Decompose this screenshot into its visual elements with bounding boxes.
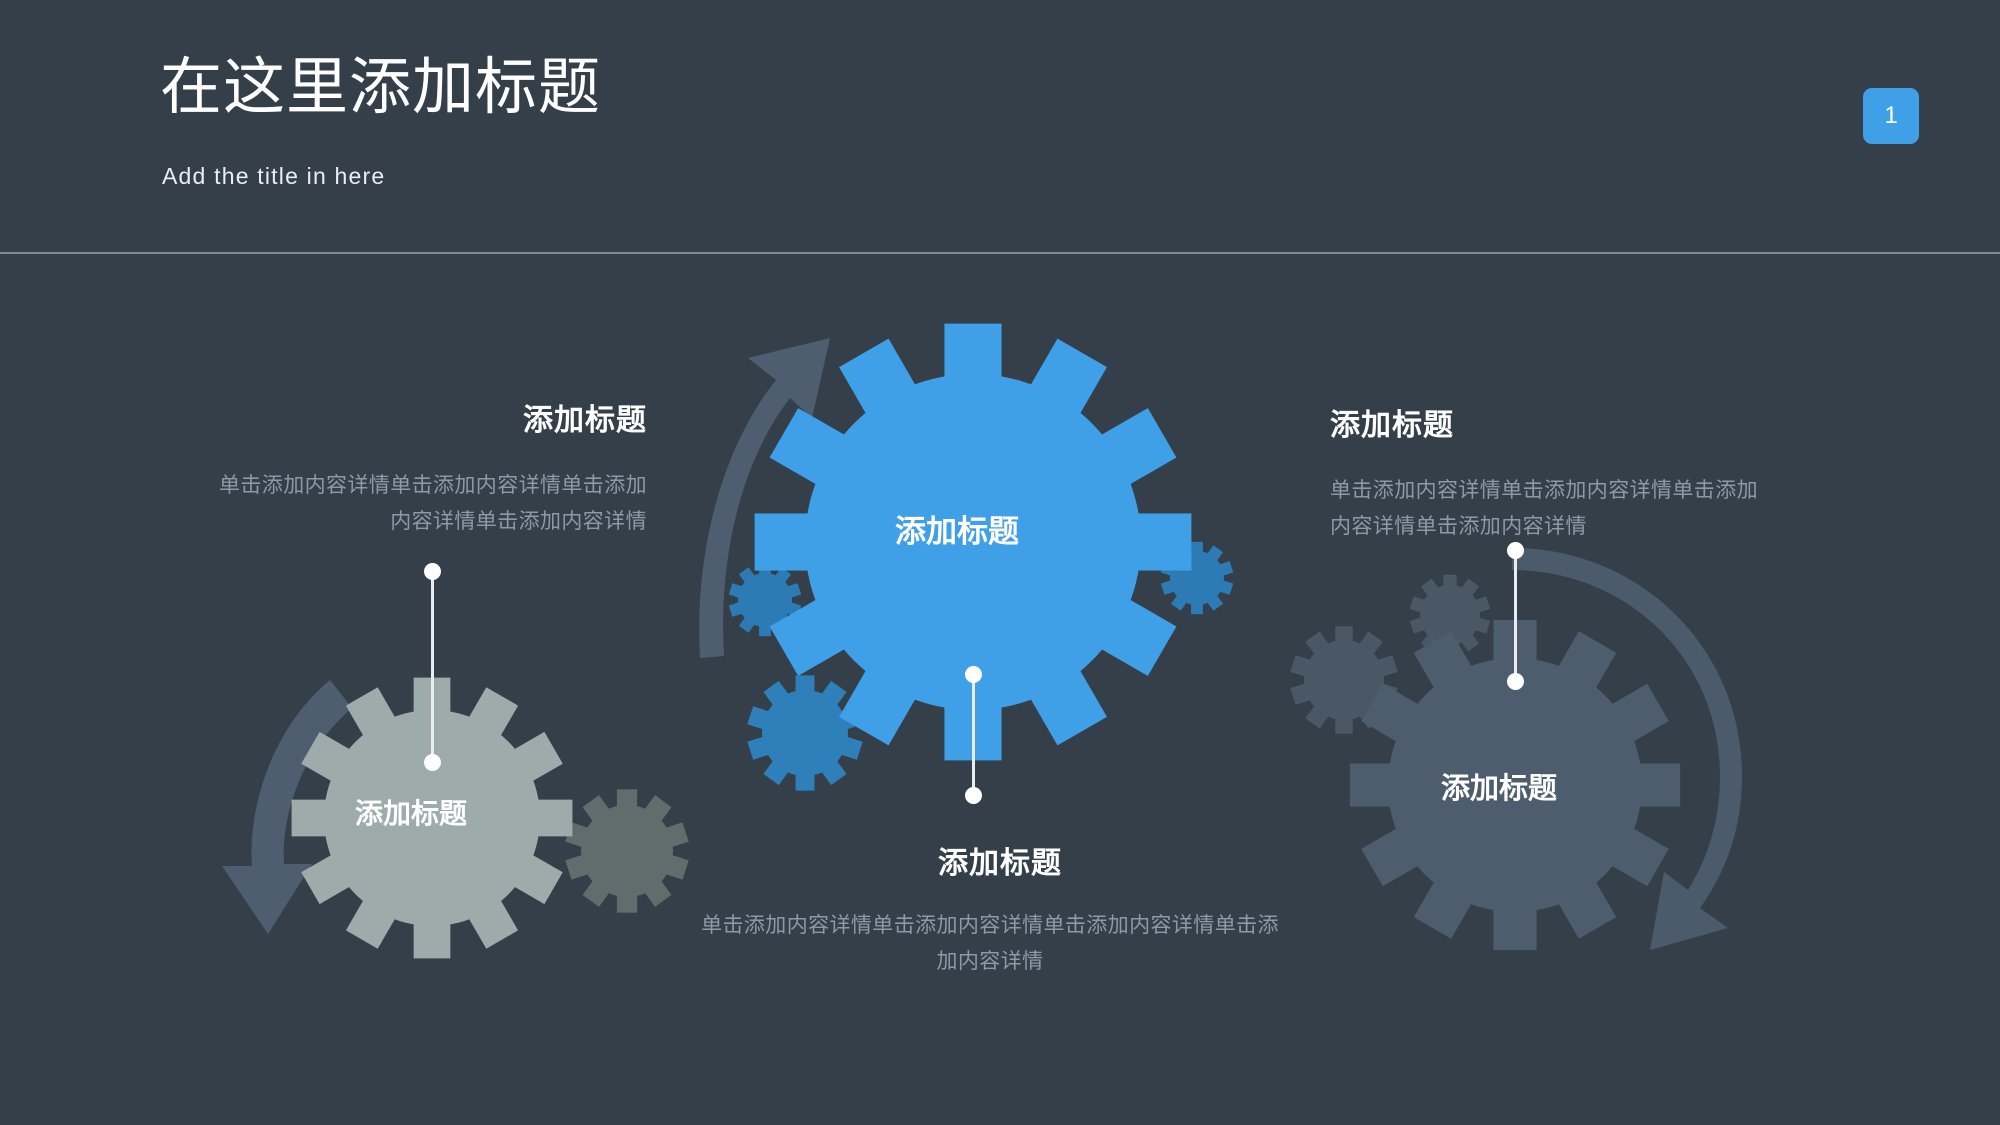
- connector-dot-bottom: [965, 787, 982, 804]
- left-block-title: 添加标题: [523, 404, 647, 437]
- connector-dot-bottom: [424, 754, 441, 771]
- left-block-body: 单击添加内容详情单击添加内容详情单击添加内容详情单击添加内容详情: [219, 474, 647, 534]
- bottom-block-title: 添加标题: [938, 847, 1062, 880]
- right-block-body: 单击添加内容详情单击添加内容详情单击添加内容详情单击添加内容详情: [1330, 479, 1758, 539]
- connector-left: [424, 563, 441, 771]
- header-divider: [0, 252, 2000, 254]
- page-title: 在这里添加标题: [160, 53, 602, 122]
- page-number-badge: 1: [1863, 88, 1919, 144]
- connector-stem: [972, 674, 975, 796]
- curved-arrow-down-right-icon: [1512, 548, 1742, 950]
- connector-stem: [431, 571, 434, 763]
- gear-label-right: 添加标题: [1441, 773, 1558, 805]
- gear-label-left: 添加标题: [355, 798, 468, 829]
- connector-dot-top: [965, 666, 982, 683]
- connector-stem: [1514, 550, 1517, 682]
- connector-dot-top: [1507, 542, 1524, 559]
- connector-right: [1507, 542, 1524, 690]
- curved-arrow-up-right-icon: [699, 338, 830, 658]
- bottom-block-body: 单击添加内容详情单击添加内容详情单击添加内容详情单击添加内容详情: [701, 914, 1279, 974]
- right-block-title: 添加标题: [1330, 409, 1454, 442]
- connector-middle: [965, 666, 982, 804]
- page-subtitle: Add the title in here: [162, 163, 386, 189]
- gear-label-main: 添加标题: [895, 514, 1019, 549]
- connector-dot-top: [424, 563, 441, 580]
- connector-dot-bottom: [1507, 673, 1524, 690]
